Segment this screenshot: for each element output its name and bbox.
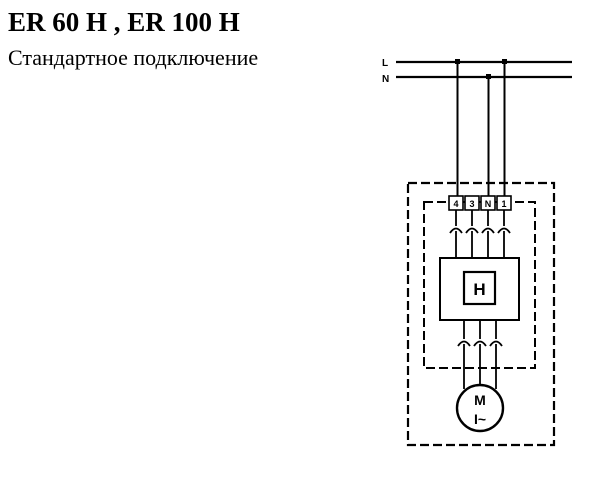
connector-symbol: [473, 340, 487, 347]
module-label-box: [462, 270, 497, 306]
terminal-label-3: 3: [469, 199, 474, 209]
outer-enclosure: [406, 181, 556, 447]
connector-symbol: [457, 340, 471, 347]
bus-label-l: L: [382, 58, 388, 69]
module-label: H: [473, 280, 485, 299]
page-subtitle: Стандартное подключение: [8, 45, 259, 70]
junction-dot: [502, 59, 507, 64]
bus-lines: [396, 60, 572, 79]
motor-symbol: M I~: [455, 383, 505, 433]
supply-wires: [456, 62, 506, 196]
junction-dot: [455, 59, 460, 64]
bus-label-n: N: [382, 74, 389, 85]
motor-circle: [455, 383, 505, 433]
motor-label-top: M: [474, 392, 486, 408]
connector-symbol: [497, 227, 511, 234]
terminal-label-1: 1: [501, 199, 506, 209]
junction-dots: [455, 59, 507, 79]
connector-symbol: [449, 227, 463, 234]
upper-wires: [449, 210, 511, 258]
connector-symbol: [481, 227, 495, 234]
terminal-label-4: 4: [453, 199, 458, 209]
lower-wires: [457, 320, 503, 389]
junction-dot: [486, 74, 491, 79]
page-title: ER 60 H , ER 100 H: [8, 7, 240, 37]
connector-symbol: [489, 340, 503, 347]
motor-label-bottom: I~: [474, 411, 486, 427]
connector-symbol: [465, 227, 479, 234]
terminal-label-n: N: [485, 199, 492, 209]
